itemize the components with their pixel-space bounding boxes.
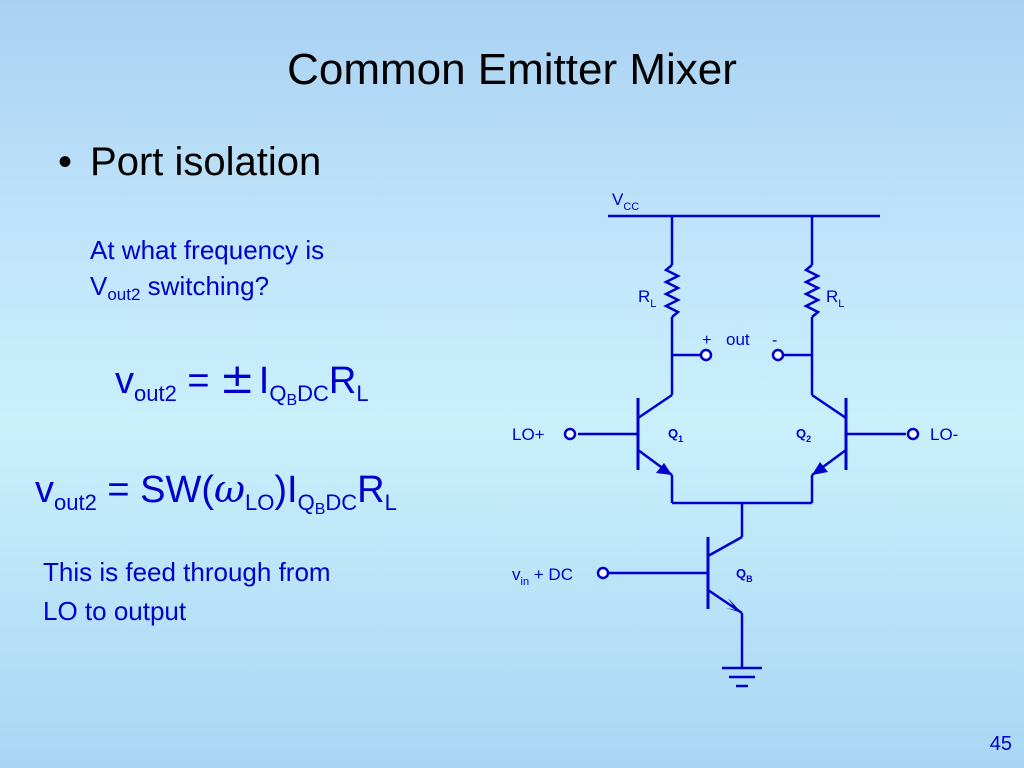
eq2-equals: =: [96, 469, 141, 511]
q2-collector: [811, 393, 847, 420]
vin-label: vin + DC: [512, 565, 573, 588]
eq2-sub-B: B: [314, 501, 326, 518]
left-rl-label: RL: [638, 287, 656, 310]
out-plus-terminal: [699, 348, 713, 362]
equation-2: vout2 = SW(ωLO)IQBDCRL: [35, 470, 397, 518]
q2-label: Q2: [796, 426, 811, 444]
eq1-sub-L: L: [356, 381, 369, 406]
question-sub: out2: [107, 285, 141, 305]
vin-terminal: [596, 566, 610, 580]
eq1-I: I: [258, 360, 270, 402]
eq1-R: R: [328, 360, 357, 402]
eq1-sub-DC: DC: [297, 381, 329, 406]
out-minus-label: -: [772, 332, 777, 349]
eq2-sub-Q: Q: [297, 490, 315, 515]
lo-minus-terminal: [906, 427, 920, 441]
emitter-arrows: [656, 462, 828, 613]
slide-title: Common Emitter Mixer: [287, 45, 737, 94]
circuit-wires: [578, 214, 906, 688]
q1-emitter-arrow-icon: [656, 463, 672, 475]
feedthrough-note: This is feed through from LO to output: [43, 553, 331, 631]
right-resistor: [803, 264, 821, 318]
feed-line-1: This is feed through from: [43, 557, 331, 587]
eq2-sw: SW(: [140, 469, 215, 511]
eq2-R: R: [357, 469, 385, 511]
eq1-sub-B: B: [286, 392, 298, 409]
eq1-plus-minus: ±: [219, 354, 255, 403]
eq2-I: I: [287, 469, 298, 511]
terminals: [563, 348, 920, 580]
question-v: V: [90, 271, 108, 302]
q2-emitter-arrow-icon: [812, 462, 828, 475]
bullet-dot-icon: •: [58, 140, 73, 184]
eq1-v: v: [115, 360, 134, 402]
qb-label: QB: [736, 566, 753, 584]
bullet-text: Port isolation: [90, 140, 322, 184]
out-minus-terminal: [771, 348, 785, 362]
vcc-label: VCC: [612, 190, 639, 213]
q1-label: Q1: [668, 426, 683, 444]
feed-line-2: LO to output: [43, 596, 187, 626]
equation-1: vout2 =±IQBDCRL: [115, 358, 369, 409]
eq2-close-paren: ): [274, 469, 288, 511]
page-number: 45: [989, 733, 1012, 755]
eq2-omega: ω: [214, 467, 246, 511]
qb-emitter-arrow-icon: [726, 598, 742, 613]
eq2-sub-DC: DC: [325, 490, 358, 515]
question-text: At what frequency is Vout2 switching?: [90, 232, 324, 307]
question-line-1: At what frequency is: [90, 235, 325, 265]
q1-collector: [637, 393, 673, 420]
left-resistor: [663, 264, 681, 318]
out-plus-label: +: [702, 332, 711, 349]
lo-plus-label: LO+: [512, 425, 545, 444]
eq2-v: v: [35, 469, 54, 511]
question-line-2: Vout2 switching?: [90, 268, 324, 307]
eq1-sub-Q: Q: [269, 381, 287, 406]
eq2-sub-LO: LO: [245, 490, 275, 515]
eq2-sub-out2: out2: [54, 490, 97, 515]
eq1-sub-out2: out2: [134, 381, 177, 406]
lo-minus-label: LO-: [930, 425, 958, 444]
right-rl-label: RL: [826, 287, 844, 310]
lo-plus-terminal: [563, 427, 577, 441]
qb-collector: [707, 535, 743, 558]
out-label: out: [726, 330, 750, 349]
question-rest: switching?: [140, 271, 270, 302]
eq1-equals: =: [176, 360, 210, 402]
bullet-item: • Port isolation: [58, 138, 321, 186]
eq2-sub-L: L: [384, 490, 397, 515]
